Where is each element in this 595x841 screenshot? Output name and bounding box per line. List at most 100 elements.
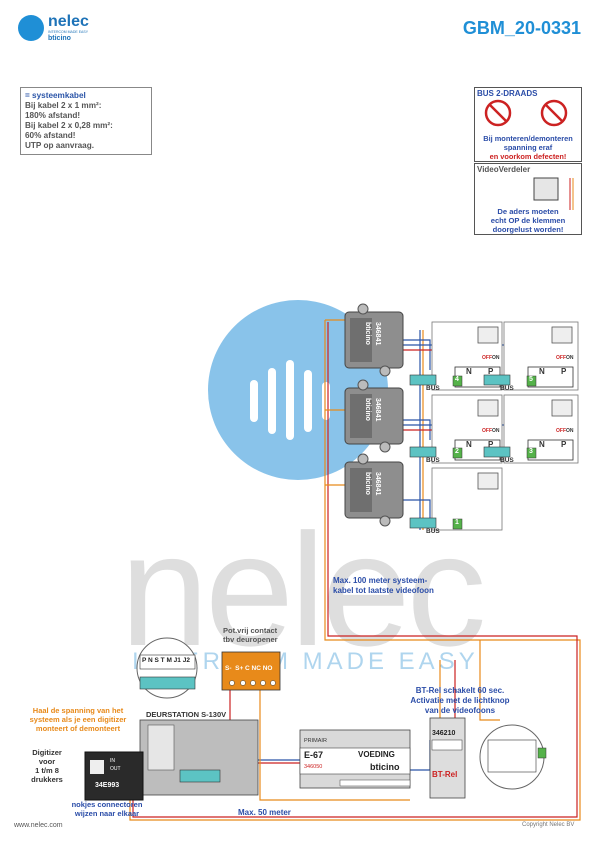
digitizer-line1: Digitizer	[32, 748, 62, 757]
btrel-line1: BT-Rel schakelt 60 sec.	[415, 686, 505, 695]
nokjes-line1: nokjes connectoren	[71, 800, 143, 809]
bus-label-3: BUS	[500, 457, 514, 464]
n-label-4: N	[466, 367, 472, 376]
bus-warn-3: en voorkom defecten!	[489, 152, 567, 161]
distributor-2-brand: bticino	[364, 398, 371, 421]
potvrij-line2: tbv deuropener	[223, 635, 278, 644]
psu-part: 346050	[304, 764, 323, 770]
btrel-code: 346210	[432, 730, 456, 737]
cable-note-line6: UTP op aanvraag.	[25, 141, 95, 150]
n-label-2: N	[466, 440, 472, 449]
vv-text-3: doorgelust worden!	[492, 225, 564, 234]
bus-panel-title: BUS 2-DRAADS	[477, 89, 538, 98]
max-100-line1: Max. 100 meter systeem-	[333, 576, 428, 585]
btrel-note: BT-Rel schakelt 60 sec. Activatie met de…	[380, 686, 540, 716]
on-label-3: ON	[566, 428, 574, 434]
cable-note-line5: 60% afstand!	[25, 131, 76, 140]
nokjes-line2: wijzen naar elkaar	[74, 809, 140, 818]
n-label-5: N	[539, 367, 545, 376]
footer-website: www.nelec.com	[14, 822, 63, 829]
nelec-logo: nelec INTERCOM MADE EASY bticino	[18, 13, 108, 45]
logo-tagline: INTERCOM MADE EASY	[48, 30, 89, 34]
cable-note-line4: Bij kabel 2 x 0,28 mm²:	[25, 121, 113, 130]
digitizer-line4: drukkers	[31, 775, 63, 784]
switch-5: OFFON	[556, 355, 574, 361]
p-label-4: P	[488, 367, 494, 376]
max-100-line2: kabel tot laatste videofoon	[333, 586, 434, 595]
btrel-line3: van de videofoons	[424, 706, 496, 715]
on-label-2: ON	[492, 428, 500, 434]
video-distributor-panel: VideoVerdeler De aders moeten echt OP de…	[474, 163, 582, 235]
haal-line2: systeem als je een digitizer	[29, 715, 127, 724]
p-label-5: P	[561, 367, 567, 376]
off-label-4: OFF	[482, 355, 492, 361]
cable-note-line2: Bij kabel 2 x 1 mm²:	[25, 101, 102, 110]
cable-note: = systeemkabel Bij kabel 2 x 1 mm²: 180%…	[20, 87, 152, 155]
distributor-1-brand: bticino	[364, 322, 371, 345]
relay-terminals: S- S+ C NC NO	[225, 665, 273, 672]
footer-copyright: Copyright Nelec BV	[522, 822, 575, 828]
document-code: GBM_20-0331	[462, 18, 581, 38]
logo-wordmark: nelec	[48, 13, 89, 30]
digitizer-line3: 1 t/m 8	[35, 766, 59, 775]
bus-warn-1: Bij monteren/demonteren	[483, 134, 573, 143]
psu-primair: PRIMAIR	[304, 738, 327, 744]
bus-warn-2: spanning eraf	[503, 143, 553, 152]
potvrij-note: Pot.vrij contact tbv deuropener	[223, 626, 278, 644]
bus-label-2: BUS	[426, 457, 440, 464]
logo-icon	[18, 15, 44, 41]
haal-spanning-note: Haal de spanning van het systeem als je …	[13, 706, 143, 733]
switch-2: OFFON	[482, 428, 500, 434]
off-label-5: OFF	[556, 355, 566, 361]
distributor-3-brand: bticino	[364, 472, 371, 495]
switch-3: OFFON	[556, 428, 574, 434]
p-label-3: P	[561, 440, 567, 449]
off-label-3: OFF	[556, 428, 566, 434]
potvrij-line1: Pot.vrij contact	[223, 626, 278, 635]
doorstation-label: DEURSTATION S-130V	[146, 710, 227, 719]
cable-note-line3: 180% afstand!	[25, 111, 81, 120]
psu-code: E-67	[304, 750, 324, 760]
on-label-4: ON	[492, 355, 500, 361]
digitizer-line2: voor	[38, 757, 56, 766]
bus-warning-panel: BUS 2-DRAADS Bij monteren/demonteren spa…	[474, 87, 582, 162]
bus-label-5: BUS	[500, 385, 514, 392]
digitizer-label: Digitizer voor 1 t/m 8 drukkers	[22, 748, 72, 784]
digitizer-in: IN	[110, 758, 115, 764]
distributor-3-label: 346841	[374, 472, 381, 496]
nokjes-note: nokjes connectoren wijzen naar elkaar	[62, 800, 152, 818]
switch-4: OFFON	[482, 355, 500, 361]
monitor-number-5: 5	[529, 376, 533, 383]
digitizer-out: OUT	[110, 766, 121, 772]
haal-line1: Haal de spanning van het	[32, 706, 124, 715]
cable-note-line1: = systeemkabel	[25, 91, 86, 100]
monitor-number-4: 4	[455, 376, 459, 383]
vv-panel-title: VideoVerdeler	[477, 165, 531, 174]
btrel-name: BT-Rel	[432, 770, 458, 779]
distributor-1-label: 346841	[374, 322, 381, 346]
logo-bticino: bticino	[48, 35, 71, 42]
vv-panel-text: De aders moeten echt OP de klemmen doorg…	[475, 207, 581, 234]
psu-brand: bticino	[370, 762, 400, 772]
watermark-bars	[250, 360, 360, 440]
max-50-note: Max. 50 meter	[238, 808, 291, 817]
bus-label-1: BUS	[426, 528, 440, 535]
n-label-3: N	[539, 440, 545, 449]
distributor-2-label: 346841	[374, 398, 381, 422]
haal-line3: monteert of demonteert	[35, 724, 121, 733]
bus-label-4: BUS	[426, 385, 440, 392]
monitor-number-1: 1	[455, 519, 459, 526]
max-100-note: Max. 100 meter systeem- kabel tot laatst…	[333, 576, 434, 596]
on-label-5: ON	[566, 355, 574, 361]
monitor-number-3: 3	[529, 448, 533, 455]
psu-voeding: VOEDING	[358, 750, 395, 759]
off-label-2: OFF	[482, 428, 492, 434]
btrel-line2: Activatie met de lichtknop	[410, 696, 510, 705]
p-label-2: P	[488, 440, 494, 449]
vv-text-2: echt OP de klemmen	[490, 216, 566, 225]
monitor-number-2: 2	[455, 448, 459, 455]
bus-panel-text: Bij monteren/demonteren spanning eraf en…	[475, 134, 581, 161]
digitizer-code: 34E993	[95, 782, 120, 789]
vv-text-1: De aders moeten	[497, 207, 559, 216]
